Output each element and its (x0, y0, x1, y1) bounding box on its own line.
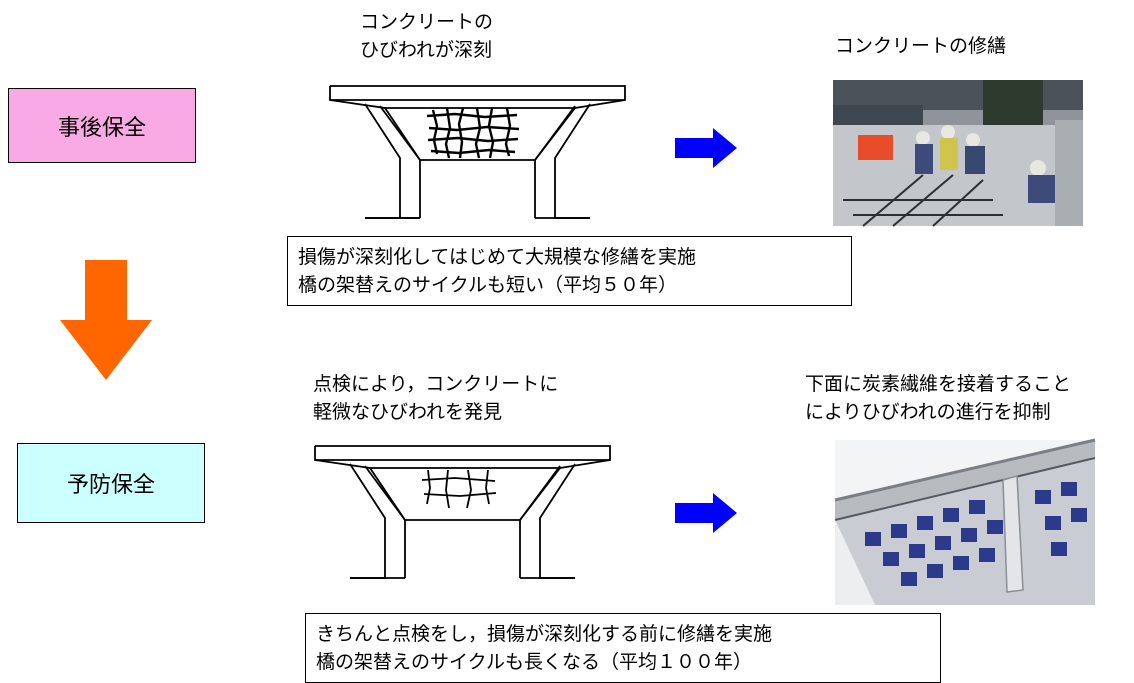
bottom-photo-caption: 下面に炭素繊維を接着すること によりひびわれの進行を抑制 (805, 370, 1071, 426)
top-note: 損傷が深刻化してはじめて大規模な修繕を実施 橋の架替えのサイクルも短い（平均５０… (287, 236, 852, 306)
bottom-photo-caption-line2: によりひびわれの進行を抑制 (805, 401, 1051, 423)
right-arrow-icon-top (675, 128, 737, 168)
label-reactive-text: 事後保全 (57, 115, 146, 141)
repair-photo (833, 80, 1083, 227)
top-photo-caption: コンクリートの修繕 (835, 35, 1007, 57)
bottom-note-line1: きちんと点検をし，損傷が深刻化する前に修繕を実施 (316, 623, 773, 645)
down-arrow-icon (60, 260, 152, 380)
bottom-photo-caption-line1: 下面に炭素繊維を接着すること (805, 373, 1072, 395)
bridge-sketch-minor-cracks (314, 445, 611, 579)
top-sketch-caption-line2: ひびわれが深刻 (360, 39, 493, 61)
carbon-fiber-photo (834, 438, 1096, 605)
bottom-sketch-caption-line2: 軽微なひびわれを発見 (313, 401, 503, 423)
top-sketch-caption-line1: コンクリートの (360, 11, 494, 33)
bottom-note: きちんと点検をし，損傷が深刻化する前に修繕を実施 橋の架替えのサイクルも長くなる… (305, 613, 941, 683)
label-preventive-text: 予防保全 (66, 473, 155, 498)
label-box-reactive: 事後保全 (8, 88, 196, 163)
top-note-line2: 橋の架替えのサイクルも短い（平均５０年） (298, 274, 678, 296)
bridge-sketch-severe-cracks (329, 85, 626, 219)
bottom-note-line2: 橋の架替えのサイクルも長くなる（平均１００年） (316, 651, 753, 673)
bottom-sketch-caption: 点検により，コンクリートに 軽微なひびわれを発見 (313, 370, 558, 426)
right-arrow-icon-bottom (675, 493, 737, 533)
top-note-line1: 損傷が深刻化してはじめて大規模な修繕を実施 (298, 246, 697, 268)
bottom-sketch-caption-line1: 点検により，コンクリートに (313, 373, 559, 395)
label-box-preventive: 予防保全 (17, 443, 205, 523)
top-sketch-caption: コンクリートの ひびわれが深刻 (360, 8, 493, 64)
